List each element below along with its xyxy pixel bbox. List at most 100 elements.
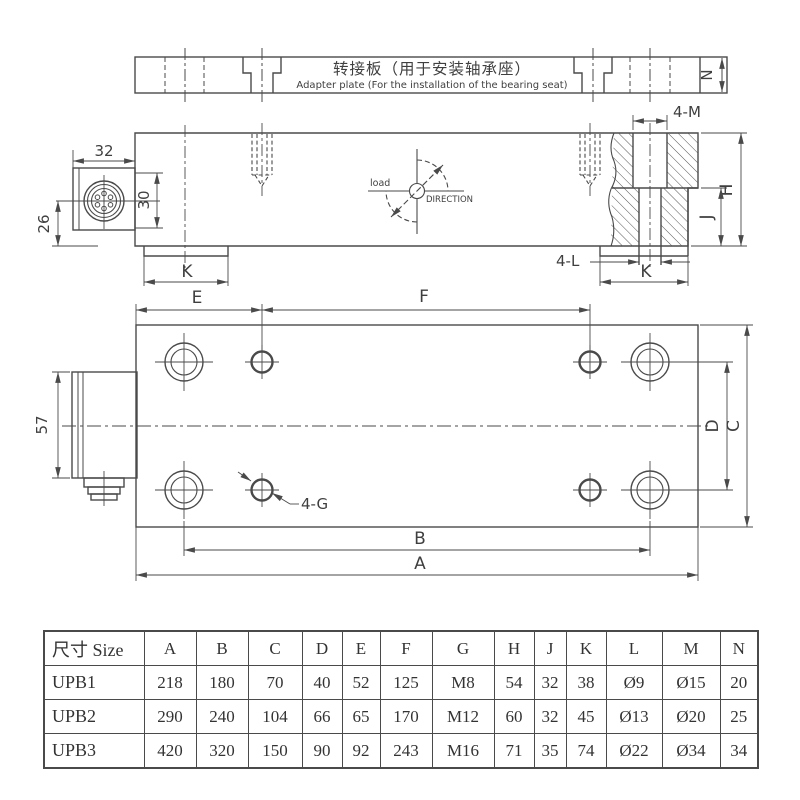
col-header-k: K [565,630,607,666]
cell: 65 [341,699,381,734]
cell: 74 [565,733,607,769]
cell: 66 [301,699,343,734]
cell: Ø20 [661,699,721,734]
dim-label-a: A [414,554,426,574]
dim-label-b: B [414,529,426,549]
dim-label-k-right: K [640,262,652,282]
dim-label-d: D [703,419,723,432]
connector-plan [71,371,138,506]
col-header-l: L [605,630,663,666]
cell: M16 [431,733,495,769]
col-header-c: C [247,630,303,666]
dim-label-26: 26 [35,214,53,233]
side-view-dimensions: 32 30 26 K 4-M H J [35,103,747,286]
dim-label-c: C [724,420,744,432]
cell: 60 [493,699,535,734]
plate-counterbore-left [242,57,282,93]
threaded-holes [245,345,607,507]
dim-label-4m: 4-M [673,103,701,121]
load-label: load [370,178,390,189]
cell: 45 [565,699,607,734]
cell: 54 [493,665,535,700]
table-header-row: 尺寸 Size A B C D E F G H J K L M N [43,630,759,666]
cell: 170 [379,699,433,734]
model-name: UPB1 [43,665,145,700]
cell: 243 [379,733,433,769]
col-header-n: N [719,630,759,666]
col-header-g: G [431,630,495,666]
dim-label-h: H [717,184,737,197]
adapter-plate-title-cn: 转接板（用于安装轴承座） [333,60,531,78]
dim-label-j: J [697,214,717,220]
table-row: UPB1 218 180 70 40 52 125 M8 54 32 38 Ø9… [43,665,759,700]
load-cell-side-view: load DIRECTION 32 30 [35,103,747,286]
cell: 71 [493,733,535,769]
col-header-h: H [493,630,535,666]
cell: 32 [533,699,567,734]
cell: 290 [143,699,197,734]
cell: 104 [247,699,303,734]
col-header-a: A [143,630,197,666]
dim-label-4g: 4-G [301,495,328,513]
cell: 240 [195,699,249,734]
cell: 25 [719,699,759,734]
tapped-hole-left [251,134,273,188]
dim-label-32: 32 [94,142,113,160]
cable-gland [83,471,125,506]
technical-drawing: N 转接板（用于安装轴承座） Adapter plate (For the in… [33,48,753,581]
cell: 40 [301,665,343,700]
cell: 125 [379,665,433,700]
cell: Ø9 [605,665,663,700]
break-line [608,132,617,247]
table-row: UPB3 420 320 150 90 92 243 M16 71 35 74 … [43,733,759,769]
col-header-f: F [379,630,433,666]
cell: Ø34 [661,733,721,769]
cell: 420 [143,733,197,769]
plan-view-dimensions: E F 57 4-G D C B A [33,287,753,581]
cell: 52 [341,665,381,700]
dim-label-57: 57 [33,415,51,434]
dim-label-4l: 4-L [556,252,580,270]
cell: 90 [301,733,343,769]
counterbore-holes [155,333,679,519]
dim-label-f: F [419,287,429,307]
connector-side [56,167,160,231]
size-table: 尺寸 Size A B C D E F G H J K L M N UPB1 2… [43,630,759,769]
table-row: UPB2 290 240 104 66 65 170 M12 60 32 45 … [43,699,759,734]
adapter-plate-side-view: N 转接板（用于安装轴承座） Adapter plate (For the in… [134,48,728,102]
cell: 20 [719,665,759,700]
adapter-plate-title-en: Adapter plate (For the installation of t… [296,80,567,91]
dim-label-e: E [192,288,203,308]
load-direction-symbol: load DIRECTION [368,149,473,234]
col-header-e: E [341,630,381,666]
cell: 35 [533,733,567,769]
plate-counterbore-right [573,57,613,93]
dim-label-n: N [698,69,716,80]
cell: Ø15 [661,665,721,700]
right-foot [599,246,688,257]
col-header-j: J [533,630,567,666]
section-cut [608,123,698,268]
tapped-hole-right [579,134,601,188]
col-header-m: M [661,630,721,666]
model-name: UPB3 [43,733,145,769]
cell: Ø13 [605,699,663,734]
cell: 32 [533,665,567,700]
model-name: UPB2 [43,699,145,734]
cell: 320 [195,733,249,769]
cell: 92 [341,733,381,769]
cell: 38 [565,665,607,700]
col-header-size: 尺寸 Size [43,630,145,666]
cell: 180 [195,665,249,700]
cell: 218 [143,665,197,700]
cell: 150 [247,733,303,769]
load-cell-plan-view: E F 57 4-G D C B A [33,287,753,581]
cell: M12 [431,699,495,734]
col-header-b: B [195,630,249,666]
dim-label-30: 30 [135,190,153,209]
dim-label-k-left: K [181,262,193,282]
cell: 70 [247,665,303,700]
adapter-plate-outline [134,56,728,94]
cell: M8 [431,665,495,700]
